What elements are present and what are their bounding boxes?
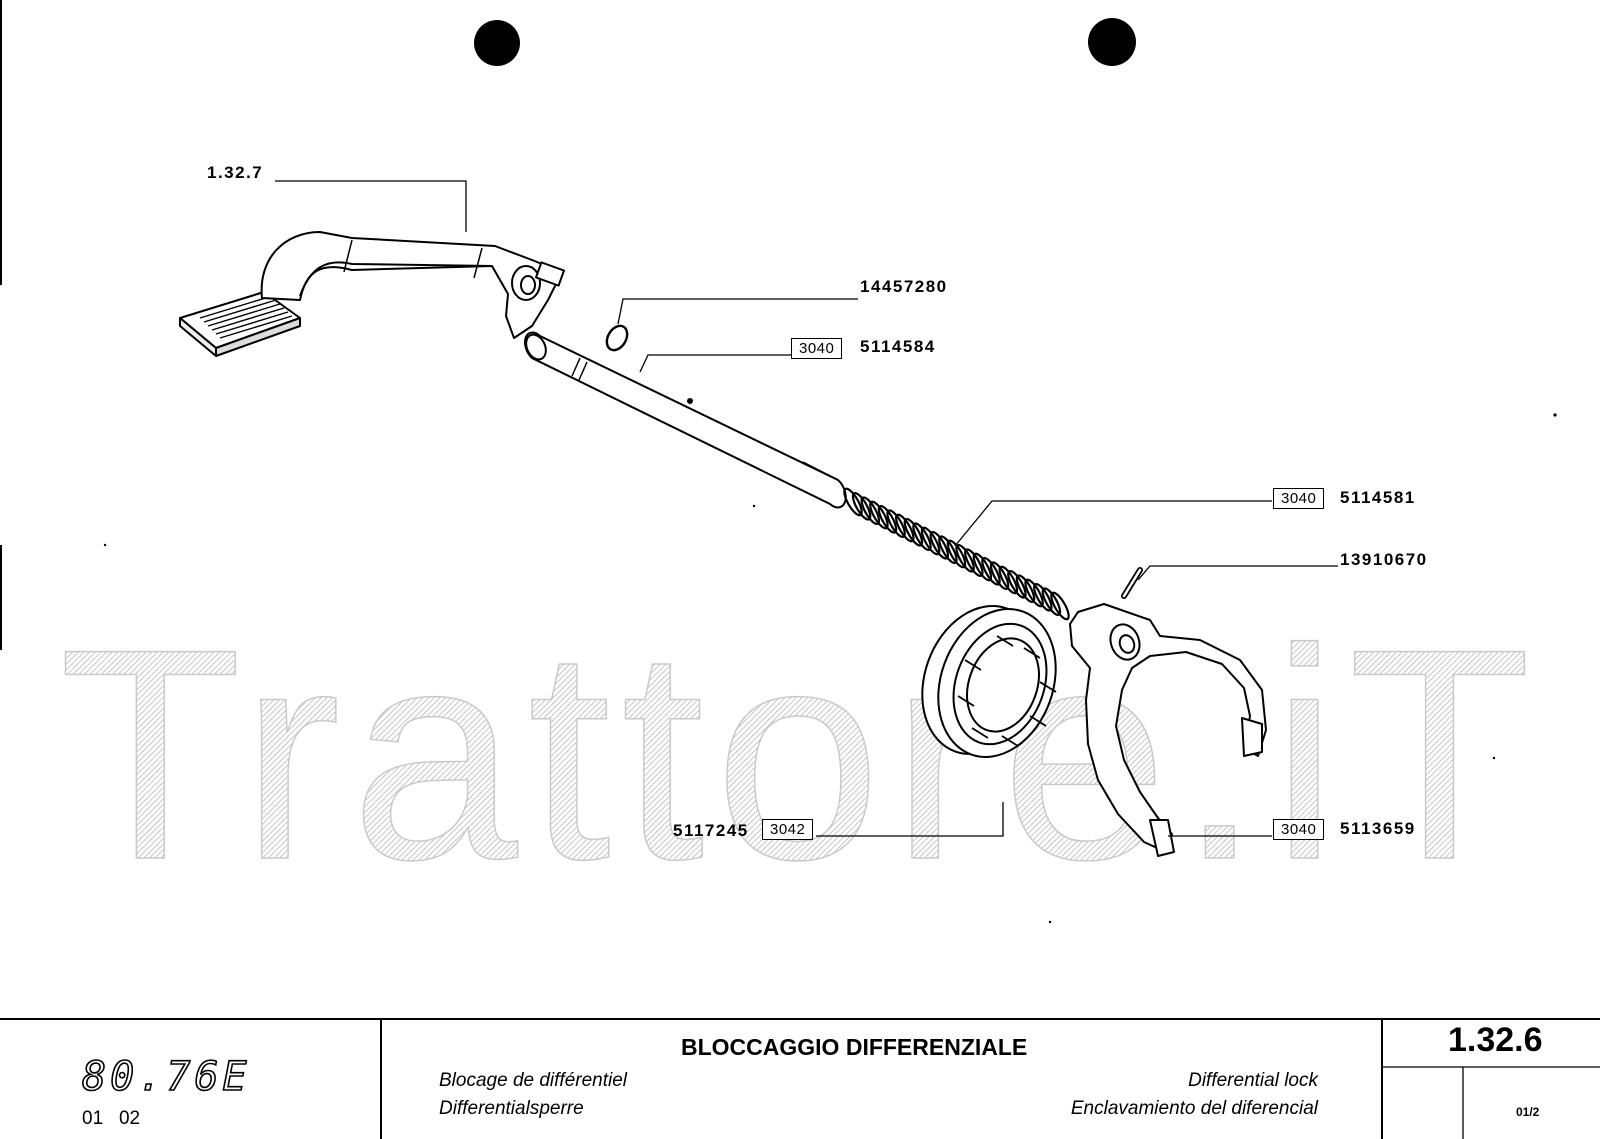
fork-drawing: [1069, 603, 1267, 857]
label-pedal-ref: 1.32.7: [207, 163, 264, 182]
box-fork-group: 3040: [1273, 819, 1325, 840]
spring-coil: [1050, 591, 1070, 621]
pin-drawing: [1121, 567, 1143, 599]
title-italian: BLOCCAGGIO DIFFERENZIALE: [681, 1034, 1028, 1060]
box-spring-group: 3040: [1273, 488, 1325, 509]
sleeve-drawing: [921, 605, 1057, 758]
title-french: Blocage de différentiel: [439, 1070, 628, 1091]
title-german: Differentialsperre: [439, 1098, 584, 1119]
box-sleeve-group: 3042: [762, 819, 814, 840]
title-english: Differential lock: [1188, 1070, 1318, 1091]
ring-drawing: [605, 324, 629, 352]
label-spring-part: 5114581: [1340, 488, 1416, 507]
punch-hole-right: [1088, 18, 1136, 66]
label-fork-part: 5113659: [1340, 819, 1416, 838]
page-code: 1.32.6: [1448, 1021, 1543, 1059]
label-ring-part: 14457280: [860, 277, 948, 296]
label-pin-part: 13910670: [1340, 550, 1428, 569]
punch-hole-left: [474, 20, 520, 66]
model-sub-code: 01 02: [82, 1108, 141, 1129]
spring-drawing: [843, 487, 1070, 621]
label-shaft-part: 5114584: [860, 337, 936, 356]
title-spanish: Enclavamiento del diferencial: [1070, 1098, 1318, 1119]
sheet-number: 01/2: [1516, 1105, 1540, 1119]
pedal-drawing: [179, 231, 566, 357]
model-number: 80.76E: [81, 1053, 251, 1101]
box-shaft-group: 3040: [791, 338, 843, 359]
watermark-text: Trattore.iT: [59, 586, 1541, 922]
label-sleeve-part: 5117245: [673, 821, 749, 840]
